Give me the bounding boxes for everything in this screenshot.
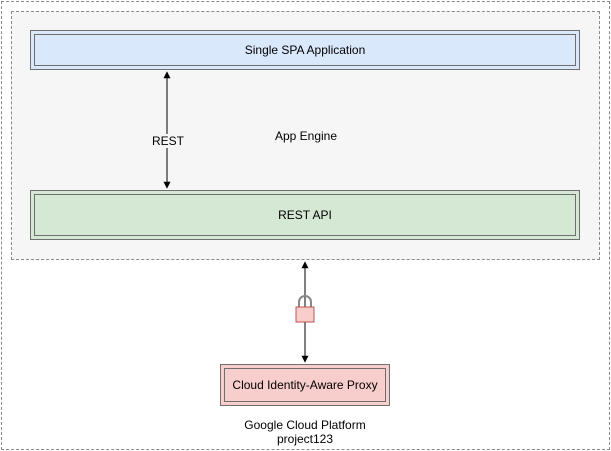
app-engine-label: App Engine	[274, 129, 338, 143]
gcp-label-project: project123	[276, 432, 334, 446]
gcp-label: Google Cloud Platform project123	[225, 418, 385, 446]
proxy-node: Cloud Identity-Aware Proxy	[220, 364, 390, 406]
spa-node-label: Single SPA Application	[244, 43, 366, 57]
rest-api-node: REST API	[30, 190, 580, 240]
rest-api-node-label: REST API	[278, 208, 332, 222]
lock-icon	[295, 295, 315, 323]
gcp-label-title: Google Cloud Platform	[244, 418, 366, 432]
proxy-node-label: Cloud Identity-Aware Proxy	[232, 378, 378, 392]
rest-edge-label: REST	[146, 134, 190, 148]
spa-node: Single SPA Application	[30, 30, 580, 70]
